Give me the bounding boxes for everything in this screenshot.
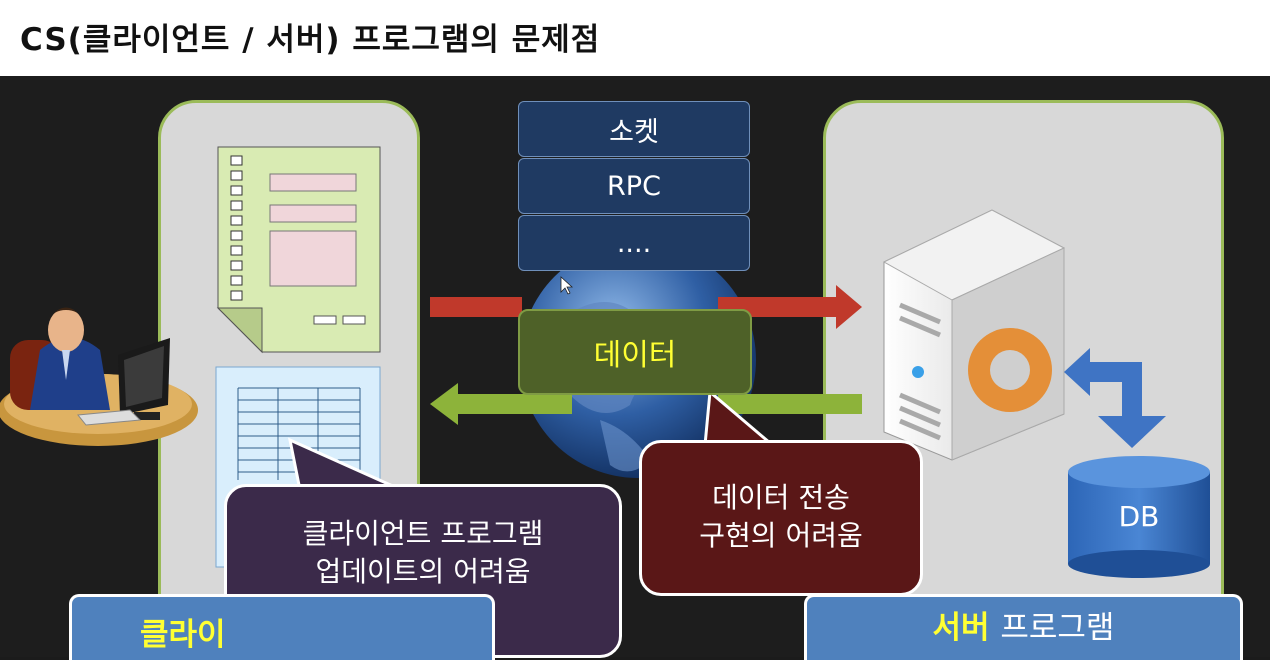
bubble-line: 데이터 전송 xyxy=(712,481,850,514)
request-arrow-left xyxy=(430,297,522,317)
mouse-cursor-icon xyxy=(560,276,574,295)
gear-icon xyxy=(968,328,1052,412)
db-label: DB xyxy=(1118,500,1160,533)
data-transfer-bubble: 데이터 전송 구현의 어려움 xyxy=(639,440,923,596)
title-bar: CS(클라이언트 / 서버) 프로그램의 문제점 xyxy=(0,0,1270,76)
bubble-line: 업데이트의 어려움 xyxy=(315,555,531,588)
client-program-bar: 클라이 xyxy=(69,594,495,660)
form-document-icon xyxy=(216,146,381,354)
server-program-bar: 서버 프로그램 xyxy=(804,594,1243,660)
user-at-computer-icon xyxy=(0,307,198,446)
slide-title: CS(클라이언트 / 서버) 프로그램의 문제점 xyxy=(20,22,601,58)
response-arrow-right xyxy=(718,394,862,414)
bubble-line: 클라이언트 프로그램 xyxy=(302,517,544,550)
protocol-socket: 소켓 xyxy=(518,101,750,157)
server-bar-highlight: 서버 xyxy=(932,610,990,646)
response-arrow-left xyxy=(430,383,572,425)
bubble-line: 구현의 어려움 xyxy=(699,519,863,552)
server-db-arrow-icon xyxy=(1064,348,1166,448)
protocol-etc: .... xyxy=(518,215,750,271)
protocol-rpc: RPC xyxy=(518,158,750,214)
server-icon xyxy=(882,209,1066,461)
database-icon xyxy=(1068,456,1210,578)
client-bar-label: 클라이 xyxy=(140,617,226,653)
data-box: 데이터 xyxy=(518,309,752,395)
server-bar-label: 프로그램 xyxy=(1000,610,1115,646)
